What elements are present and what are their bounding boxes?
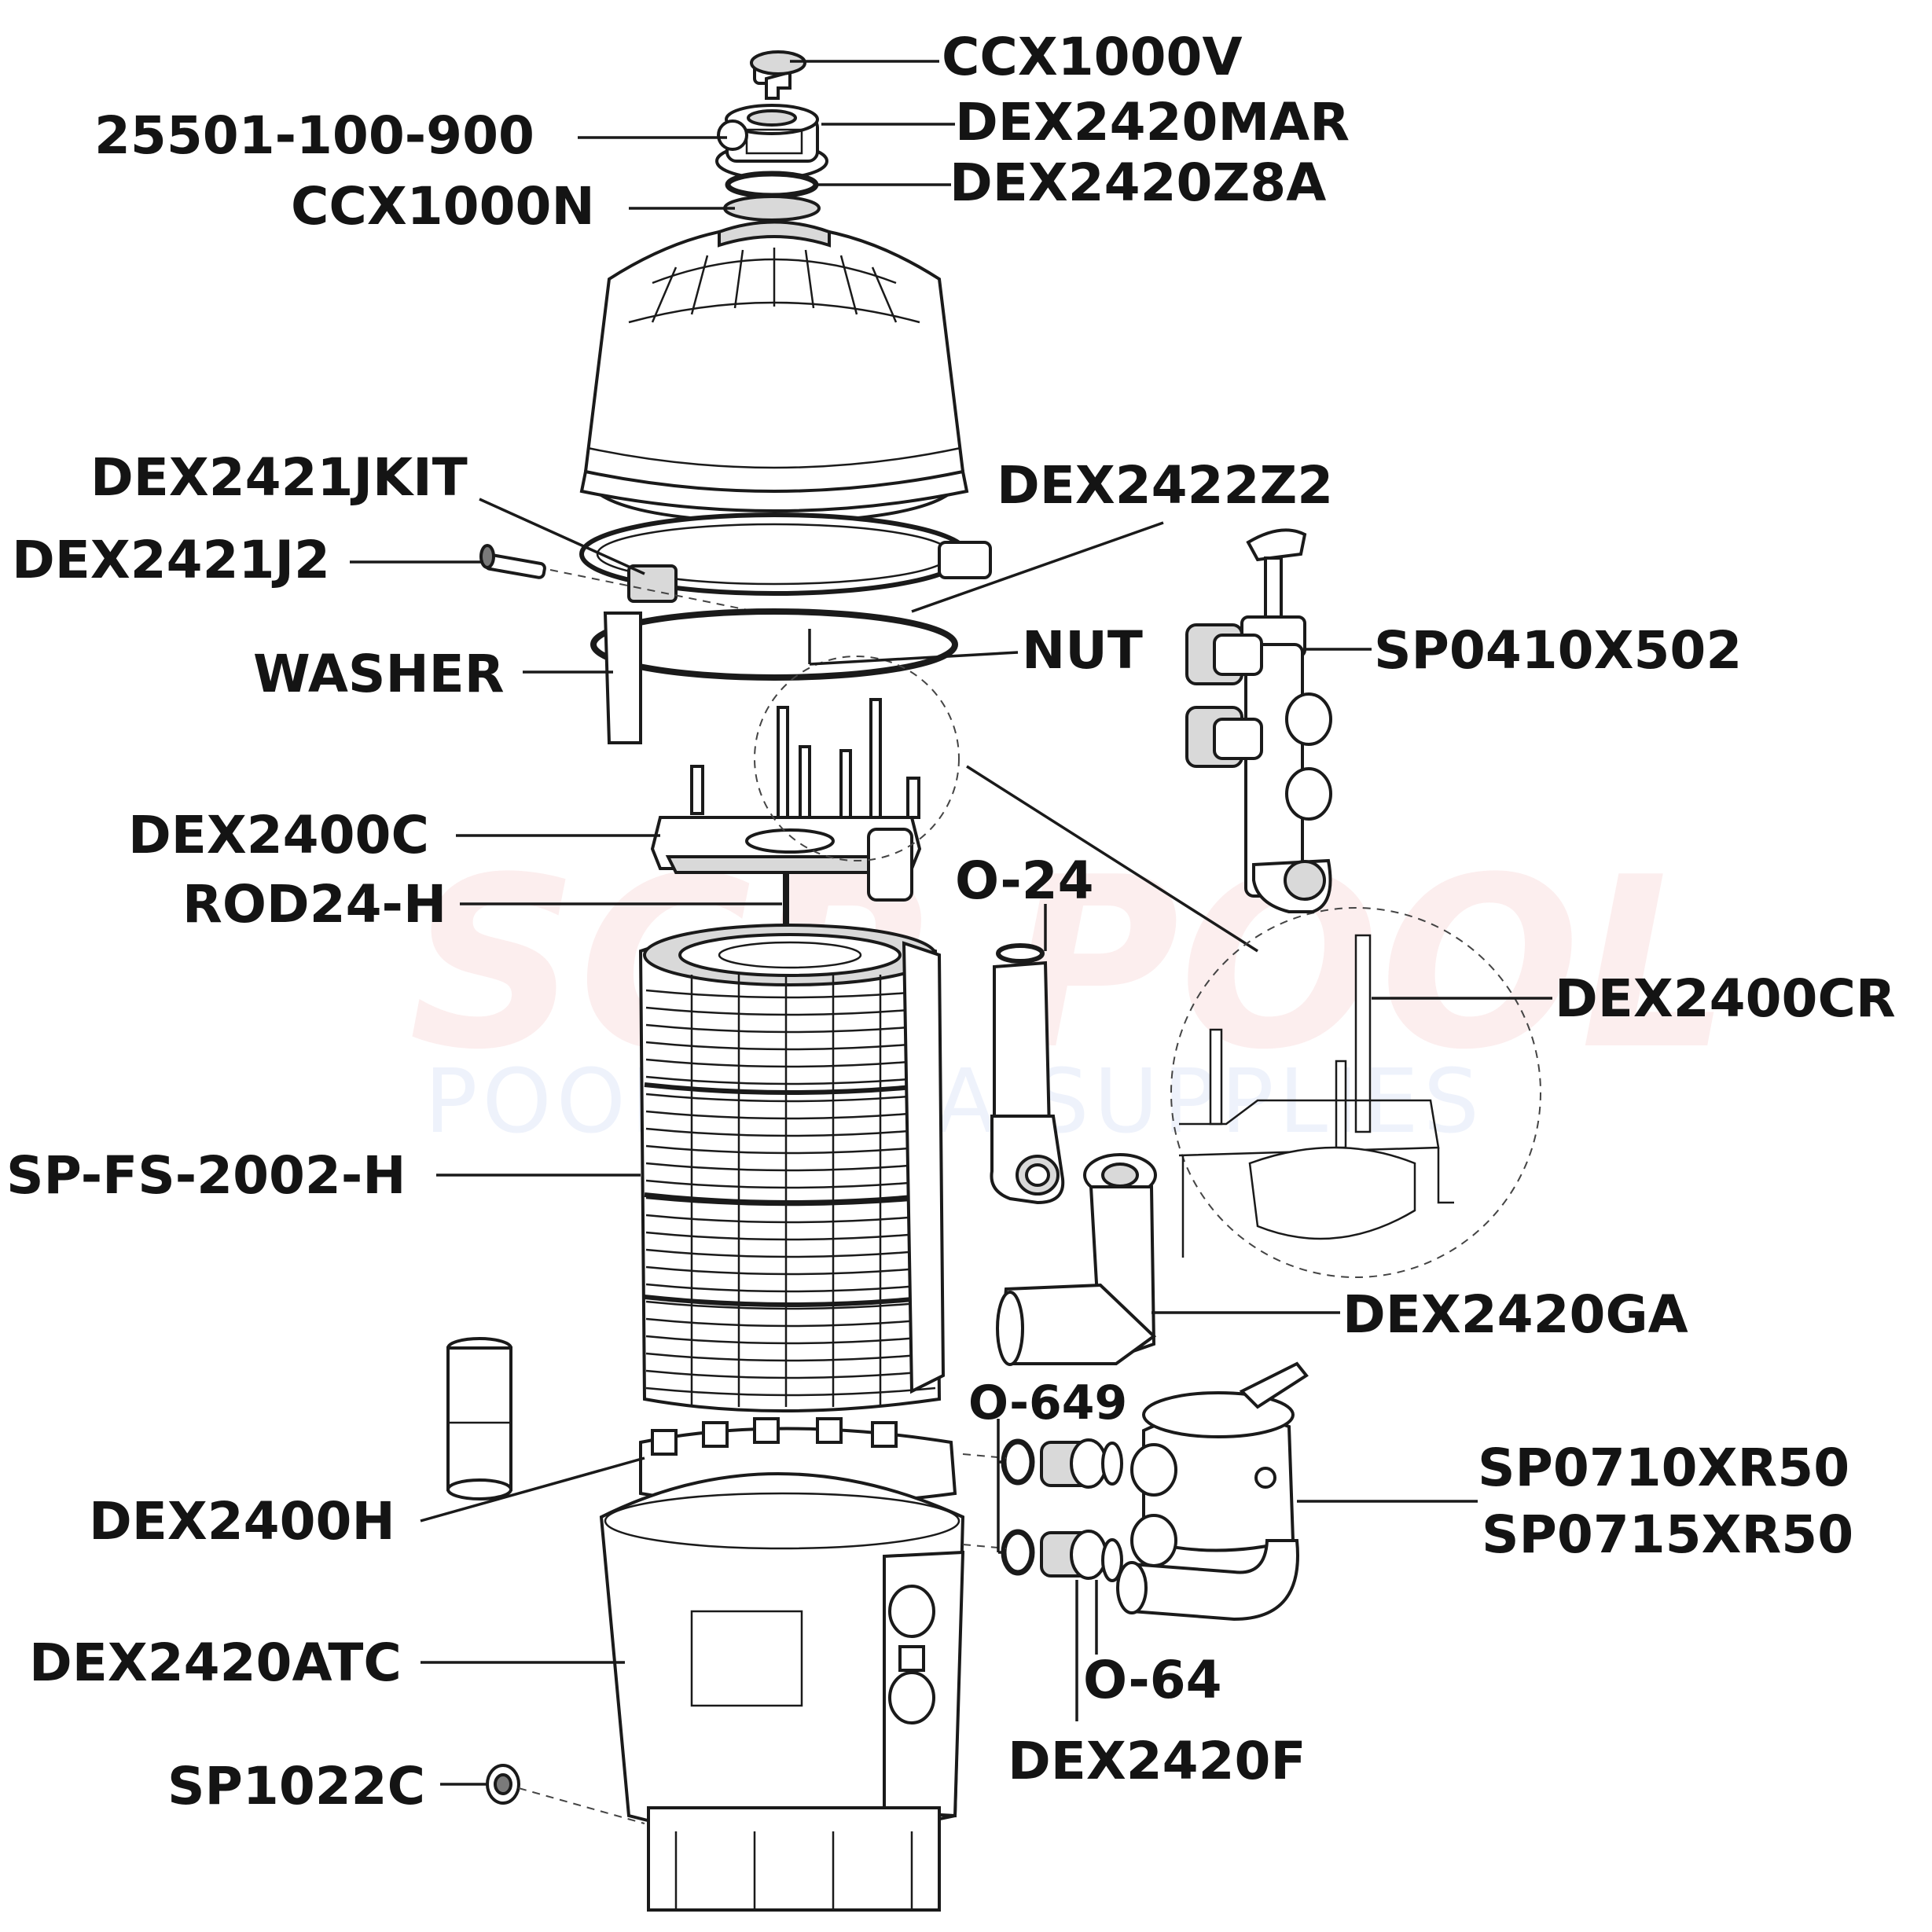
label-dex2421j2: DEX2421J2 <box>12 530 330 590</box>
label-dex2420atc: DEX2420ATC <box>29 1633 402 1693</box>
label-sp0710xr50: SP0710XR50 <box>1478 1438 1849 1498</box>
elbow-pipe <box>996 1153 1157 1366</box>
detail-callout <box>754 656 1541 1278</box>
inlet-pipe <box>990 943 1065 1205</box>
label-dex2400cr: DEX2400CR <box>1555 968 1896 1029</box>
watermark-tagline: POOL & SPA SUPPLIES <box>424 1051 1484 1153</box>
label-ccx1000v: CCX1000V <box>942 27 1243 87</box>
label-o-649: O-649 <box>968 1376 1127 1431</box>
label-o-64: O-64 <box>1083 1650 1222 1710</box>
label-washer: WASHER <box>253 644 505 704</box>
label-dex2420z8a: DEX2420Z8A <box>949 152 1326 213</box>
side-valve <box>1116 1361 1309 1622</box>
union-fittings <box>1001 1438 1123 1582</box>
clamp-ring <box>579 512 992 603</box>
label-sp0410x502: SP0410X502 <box>1374 620 1742 681</box>
label-25501-100-900: 25501-100-900 <box>94 105 534 166</box>
watermark: SCP POOL POOL & SPA SUPPLIES <box>409 827 1731 1153</box>
filter-cartridge <box>638 924 946 1412</box>
tank-lid <box>579 220 969 525</box>
clamp-tab <box>603 612 642 744</box>
label-rod24-h: ROD24-H <box>182 874 446 935</box>
label-dex2420mar: DEX2420MAR <box>955 92 1350 152</box>
top-manifold <box>650 698 922 902</box>
label-sp0715xr50: SP0715XR50 <box>1482 1504 1853 1565</box>
tank-o-ring <box>590 608 958 681</box>
multiport-valve-top <box>1185 528 1332 913</box>
label-nut: NUT <box>1022 620 1143 681</box>
standpipe <box>446 1337 512 1500</box>
valve-o-ring <box>725 171 819 199</box>
valve-adapter <box>723 195 821 222</box>
label-dex2422z2: DEX2422Z2 <box>997 455 1333 516</box>
drain-plug <box>486 1764 520 1805</box>
label-sp-fs-2002-h: SP-FS-2002-H <box>6 1145 406 1206</box>
label-dex2420ga: DEX2420GA <box>1342 1284 1688 1345</box>
label-dex2400h: DEX2400H <box>89 1491 395 1552</box>
valve-body <box>715 104 828 180</box>
label-o-24: O-24 <box>955 850 1094 911</box>
label-dex2400c: DEX2400C <box>128 805 429 865</box>
label-sp1022c: SP1022C <box>167 1756 425 1816</box>
label-dex2421jkit: DEX2421JKIT <box>90 447 468 508</box>
label-ccx1000n: CCX1000N <box>291 176 595 237</box>
watermark-brand: SCP POOL <box>409 827 1731 1101</box>
clamp-screw <box>479 544 546 579</box>
part-labels: CCX1000V 25501-100-900 DEX2420MAR DEX242… <box>6 27 1896 1816</box>
tank-body <box>599 1472 965 1912</box>
leader-lines <box>350 60 1552 1786</box>
air-bleed-valve <box>750 50 806 100</box>
label-dex2420f: DEX2420F <box>1008 1731 1306 1791</box>
